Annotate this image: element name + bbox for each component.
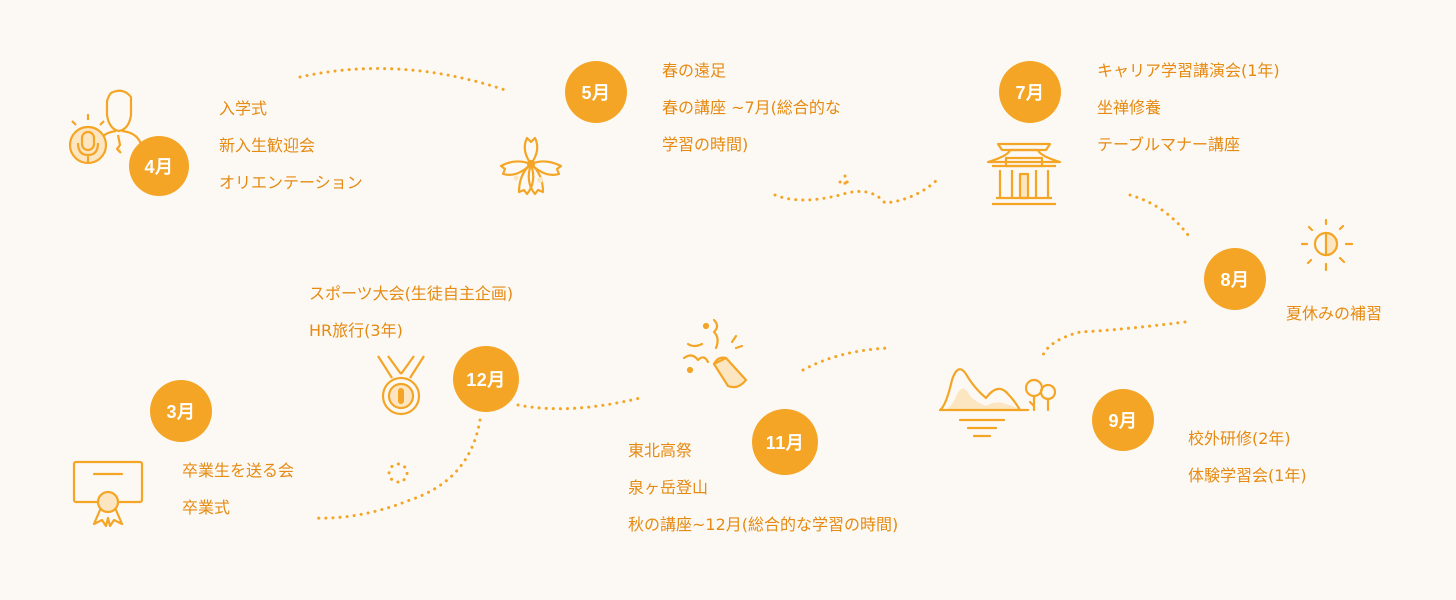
event-item: 泉ヶ岳登山: [628, 478, 709, 497]
temple-icon: [986, 142, 1062, 206]
event-item: オリエンテーション: [219, 173, 363, 192]
event-item: 春の遠足: [662, 61, 727, 80]
event-item: 春の講座 ~7月(総合的な: [662, 98, 841, 117]
event-item: 秋の講座~12月(総合的な学習の時間): [628, 515, 899, 534]
event-item: 夏休みの補習: [1286, 304, 1383, 323]
event-item: 卒業生を送る会: [182, 461, 295, 480]
event-item: 卒業式: [182, 498, 231, 517]
cherry-blossom-icon: [499, 136, 563, 196]
certificate-icon: [72, 460, 144, 528]
microphone-person-icon: [68, 89, 144, 165]
sun-icon: [1300, 218, 1354, 272]
event-list-jul: キャリア学習講演会(1年) 坐禅修養 テーブルマナー講座: [1097, 52, 1280, 163]
month-badge-dec: 12月: [453, 346, 519, 412]
event-list-may: 春の遠足 春の講座 ~7月(総合的な 学習の時間): [662, 52, 841, 163]
mountain-landscape-icon: [938, 368, 1057, 438]
event-list-nov: 東北高祭 泉ヶ岳登山 秋の講座~12月(総合的な学習の時間): [628, 432, 898, 543]
month-badge-apr: 4月: [129, 136, 189, 196]
event-list-sep: 校外研修(2年) 体験学習会(1年): [1188, 420, 1307, 494]
month-badge-nov: 11月: [752, 409, 818, 475]
month-badge-sep: 9月: [1092, 389, 1154, 451]
month-badge-jul: 7月: [999, 61, 1061, 123]
event-item: 新入生歓迎会: [219, 136, 316, 155]
event-list-mar: 卒業生を送る会 卒業式: [182, 452, 294, 526]
event-item: 体験学習会(1年): [1188, 466, 1307, 485]
event-item: 坐禅修養: [1097, 98, 1162, 117]
event-item: HR旅行(3年): [309, 321, 403, 340]
event-item: 入学式: [219, 99, 268, 118]
month-badge-mar: 3月: [150, 380, 212, 442]
month-badge-may: 5月: [565, 61, 627, 123]
party-popper-icon: [682, 318, 748, 389]
event-item: 東北高祭: [628, 441, 693, 460]
event-item: スポーツ大会(生徒自主企画): [309, 284, 514, 303]
event-list-aug: 夏休みの補習: [1286, 295, 1382, 332]
event-list-dec: スポーツ大会(生徒自主企画) HR旅行(3年): [309, 275, 513, 349]
event-item: キャリア学習講演会(1年): [1097, 61, 1280, 80]
event-item: 学習の時間): [662, 135, 749, 154]
event-item: 校外研修(2年): [1188, 429, 1291, 448]
event-list-apr: 入学式 新入生歓迎会 オリエンテーション: [219, 90, 363, 201]
event-item: テーブルマナー講座: [1097, 135, 1241, 154]
month-badge-aug: 8月: [1204, 248, 1266, 310]
medal-icon: [377, 355, 425, 416]
